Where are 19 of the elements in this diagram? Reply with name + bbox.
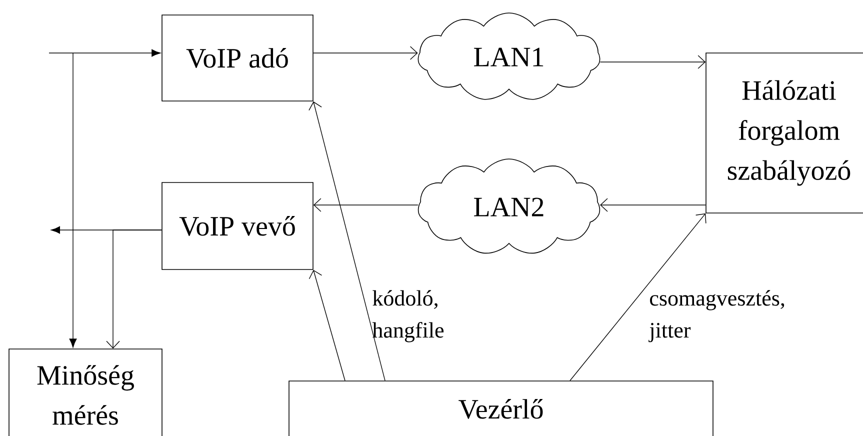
arrow	[48, 49, 161, 57]
arrow	[69, 52, 77, 348]
edge-label: csomagvesztés, jitter	[648, 290, 784, 342]
arrow	[313, 198, 418, 212]
arrow	[106, 230, 162, 349]
process-box: VoIP adó	[162, 14, 314, 102]
process-box: Hálózati forgalom szabályozó	[706, 52, 863, 214]
arrow	[600, 55, 706, 69]
edge-label: kódoló, hangfile	[372, 290, 444, 342]
process-box: VoIP vevő	[162, 182, 314, 270]
process-box: Minőség mérés	[8, 348, 162, 436]
network-cloud: LAN1	[418, 12, 600, 100]
arrow	[308, 270, 346, 381]
arrow	[308, 101, 386, 381]
arrow	[313, 46, 418, 60]
process-box: Vezérlő	[288, 380, 714, 436]
arrow	[570, 213, 706, 381]
arrow	[600, 198, 706, 212]
network-cloud: LAN2	[418, 158, 600, 254]
